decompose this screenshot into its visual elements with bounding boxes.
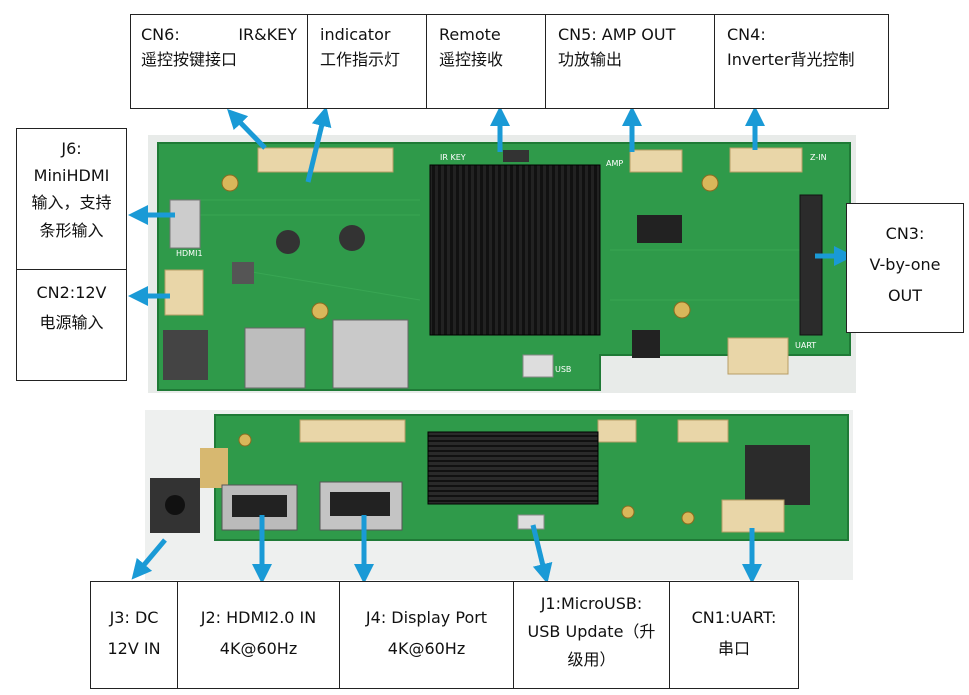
top-heatsink xyxy=(429,164,601,336)
cn5-title: CN5: AMP OUT xyxy=(558,25,676,44)
j1-line1: J1:MicroUSB: xyxy=(540,594,643,613)
j2-line1: J2: HDMI2.0 IN xyxy=(200,608,317,627)
cn6-connector xyxy=(257,147,394,173)
dc-jack-top xyxy=(163,330,208,380)
j6-line4: 条形输入 xyxy=(39,220,104,240)
silk-key: IR KEY xyxy=(440,153,466,162)
top-board: HDMI1 USB UART AMP IR KEY Z-IN xyxy=(148,135,856,393)
usb-port-top xyxy=(522,354,554,378)
cn2-desc: 电源输入 xyxy=(39,313,104,333)
indicator-desc: 工作指示灯 xyxy=(320,49,401,69)
label-indicator: indicator 工作指示灯 xyxy=(307,14,427,109)
cn4-title: CN4: xyxy=(727,25,766,44)
arrow-cn6 xyxy=(227,108,267,150)
cn1-connector-top xyxy=(727,337,789,375)
label-cn4: CN4: Inverter背光控制 xyxy=(714,14,889,109)
silk-hdmi1: HDMI1 xyxy=(176,249,203,258)
label-j1: J1:MicroUSB: USB Update（升 级用） xyxy=(513,581,670,689)
label-remote: Remote 遥控接收 xyxy=(426,14,546,109)
cn3-connector xyxy=(799,194,823,336)
pointer-arrows xyxy=(128,106,854,584)
silk-uart: UART xyxy=(795,341,816,350)
cn5-desc: 功放输出 xyxy=(558,49,623,69)
bottom-board xyxy=(145,410,853,580)
remote-title: Remote xyxy=(439,25,501,44)
label-cn5: CN5: AMP OUT 功放输出 xyxy=(545,14,715,109)
label-cn1: CN1:UART: 串口 xyxy=(669,581,799,689)
cn4-desc: Inverter背光控制 xyxy=(727,49,855,69)
j3-line2: 12V IN xyxy=(107,639,161,659)
cn3-line2: V-by-one xyxy=(869,255,941,275)
silk-usb: USB xyxy=(555,365,571,374)
silk-amp: AMP xyxy=(606,159,623,168)
cn5-connector xyxy=(629,149,683,173)
cn3-line3: OUT xyxy=(887,286,923,306)
j6-connector xyxy=(169,199,201,249)
cn3-line1: CN3: xyxy=(885,224,925,243)
cn1-line1: CN1:UART: xyxy=(691,608,777,627)
cn1-connector-bottom xyxy=(721,499,785,533)
j6-line1: J6: xyxy=(61,139,82,158)
cn6-title-a: CN6: xyxy=(141,25,180,44)
dp-port-top xyxy=(332,319,409,389)
arrow-indicator xyxy=(305,106,332,183)
label-j2: J2: HDMI2.0 IN 4K@60Hz xyxy=(177,581,340,689)
label-cn2: CN2:12V 电源输入 xyxy=(16,269,127,381)
label-j3: J3: DC 12V IN xyxy=(90,581,178,689)
indicator-title: indicator xyxy=(320,25,391,44)
j4-line1: J4: Display Port xyxy=(365,608,488,627)
cn4-connector xyxy=(729,147,803,173)
remote-sensor xyxy=(503,150,529,162)
j1-line3: 级用） xyxy=(567,650,616,669)
silk-lvds: Z-IN xyxy=(810,153,827,162)
j6-line3: 输入，支持 xyxy=(31,193,112,213)
bottom-heatsink xyxy=(427,431,599,505)
cn2-connector xyxy=(164,269,204,316)
j3-line1: J3: DC xyxy=(109,608,159,627)
hdmi-port-top xyxy=(244,327,306,389)
cn1-line2: 串口 xyxy=(717,639,750,659)
j4-line2: 4K@60Hz xyxy=(387,639,466,659)
j2-line2: 4K@60Hz xyxy=(219,639,298,659)
cn6-title-b: IR&KEY xyxy=(238,25,297,44)
arrow-j3 xyxy=(131,538,167,580)
cn6-desc: 遥控按键接口 xyxy=(141,49,238,69)
j6-line2: MiniHDMI xyxy=(33,166,110,186)
label-cn6: CN6: IR&KEY 遥控按键接口 xyxy=(130,14,308,109)
label-j6: J6: MiniHDMI 输入，支持 条形输入 xyxy=(16,128,127,270)
j1-line2: USB Update（升 xyxy=(527,622,656,641)
remote-desc: 遥控接收 xyxy=(439,49,504,69)
usb-port-bottom xyxy=(517,514,545,530)
label-j4: J4: Display Port 4K@60Hz xyxy=(339,581,514,689)
label-cn3: CN3: V-by-one OUT xyxy=(846,203,964,333)
arrow-j1 xyxy=(530,524,553,584)
cn2-title: CN2:12V xyxy=(36,283,107,302)
